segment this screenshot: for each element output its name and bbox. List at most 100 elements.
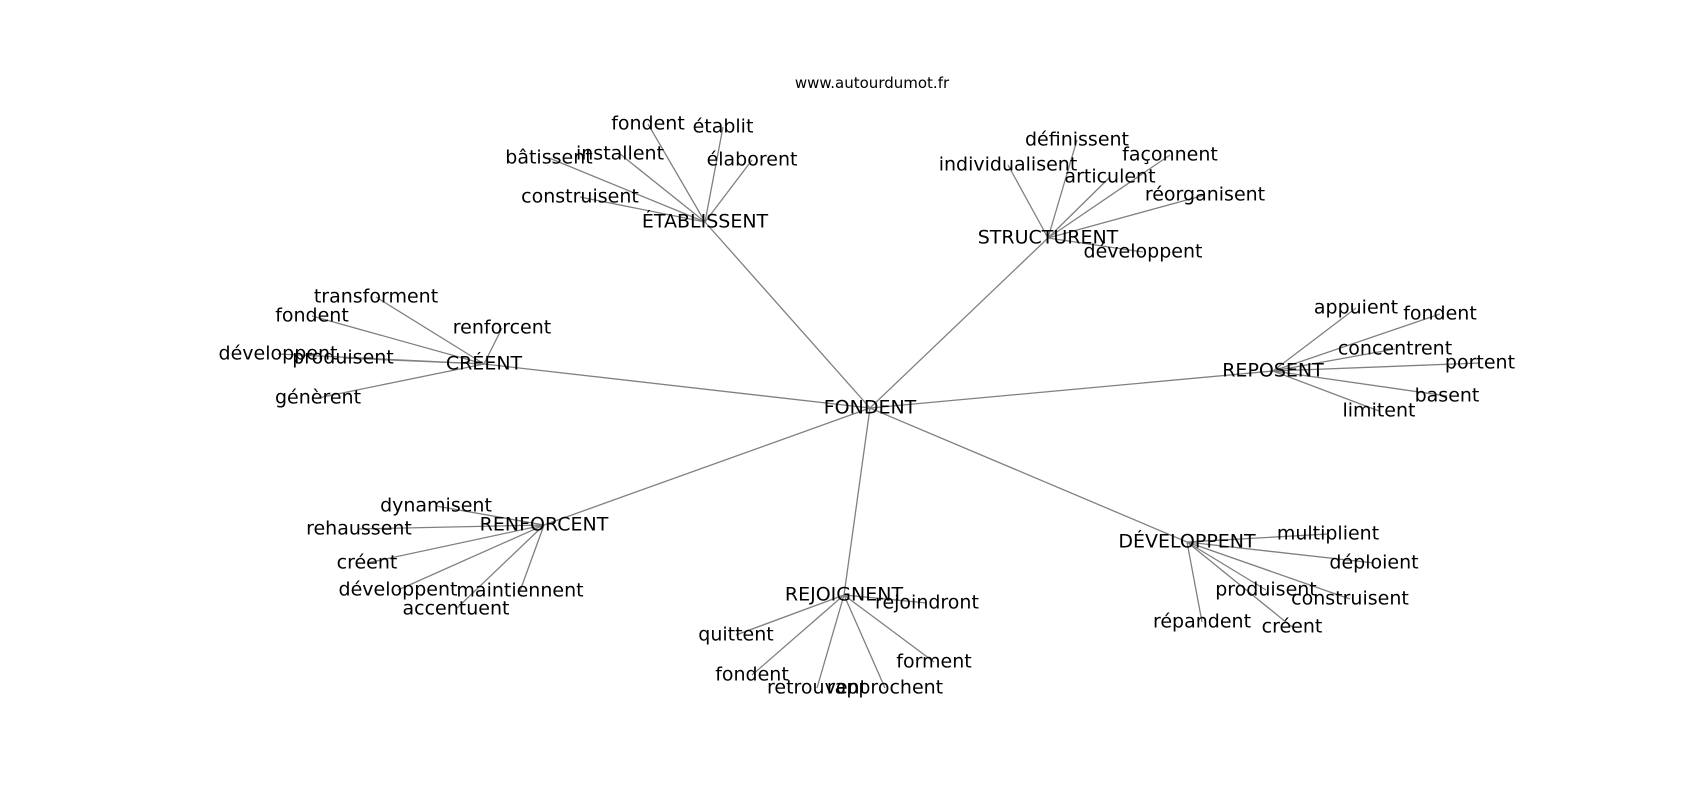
edge-group-to-child [704, 159, 753, 223]
child-node: créent [1262, 616, 1323, 638]
edge-group-to-child [435, 505, 545, 526]
child-node: limitent [1343, 400, 1416, 422]
child-node: déploient [1329, 552, 1418, 574]
edge-group-to-child [735, 594, 845, 636]
child-node: créent [337, 552, 398, 574]
edge-group-to-child [751, 594, 845, 676]
edge-group-to-child [483, 327, 503, 365]
site-url: www.autourdumot.fr [795, 74, 950, 92]
edge-group-to-child [1272, 370, 1448, 397]
edge-group-to-child [843, 594, 886, 689]
child-node: rehaussent [306, 518, 412, 540]
edge-group-to-child [704, 126, 724, 223]
child-node: produisent [1215, 579, 1317, 601]
edge-group-to-child [1186, 541, 1351, 600]
edge-center-to-group [869, 370, 1274, 409]
group-node: CRÉENT [446, 352, 523, 375]
edge-group-to-child [519, 524, 545, 592]
child-node: construisent [521, 186, 639, 208]
child-node: développent [1084, 241, 1203, 263]
edge-group-to-child [1007, 164, 1049, 239]
edge-center-to-group [543, 407, 871, 526]
child-node: maintiennent [456, 580, 583, 602]
edge-group-to-child [455, 524, 545, 610]
edge-group-to-child [1272, 313, 1441, 372]
child-node: façonnent [1122, 144, 1218, 166]
child-node: appuient [1314, 297, 1398, 319]
child-node: transforment [314, 286, 438, 308]
edge-center-to-group [483, 363, 871, 409]
labels: www.autourdumot.fr FONDENT ÉTABLISSENT fon… [219, 74, 1516, 699]
group-node: ÉTABLISSENT [642, 210, 769, 233]
edge-group-to-child [843, 594, 928, 604]
edge-group-to-child [619, 153, 706, 223]
edge-group-to-child [579, 196, 706, 223]
child-node: répandent [1153, 611, 1251, 633]
child-node: construisent [1291, 588, 1409, 610]
child-node: rapprochent [827, 677, 943, 699]
child-node: accentuent [403, 598, 510, 620]
center-node: FONDENT [824, 397, 917, 419]
edge-group-to-child [1047, 237, 1144, 253]
child-node: définissent [1025, 129, 1129, 151]
edge-center-to-group [843, 407, 871, 596]
edge-group-to-child [397, 524, 545, 591]
child-node: développent [219, 343, 338, 365]
child-node: rejoindront [875, 592, 979, 614]
edge-group-to-child [1186, 541, 1293, 628]
group-node: REJOIGNENT [785, 584, 904, 606]
edge-group-to-child [816, 594, 845, 689]
edge-group-to-child [1047, 176, 1111, 239]
edge-group-to-child [548, 157, 706, 223]
edge-group-to-child [1272, 307, 1357, 372]
edge-group-to-child [843, 594, 935, 663]
group-node: DÉVELOPPENT [1118, 530, 1256, 553]
edge-group-to-child [1047, 139, 1078, 239]
edge-center-to-group [869, 237, 1049, 409]
edge-center-to-group [704, 221, 871, 409]
edge-group-to-child [1186, 533, 1329, 543]
child-node: installent [576, 143, 664, 165]
child-node: fondent [1403, 303, 1477, 325]
edge-group-to-child [647, 123, 706, 223]
child-node: fondent [715, 664, 789, 686]
child-node: articulent [1064, 166, 1155, 188]
child-node: développent [339, 579, 458, 601]
child-node: concentrent [1338, 338, 1452, 360]
edge-group-to-child [1186, 541, 1203, 623]
child-node: fondent [611, 113, 685, 135]
child-node: basent [1415, 385, 1480, 407]
group-node: RENFORCENT [480, 514, 609, 536]
edge-group-to-child [1272, 362, 1481, 372]
edge-group-to-child [1272, 370, 1380, 412]
child-node: établit [693, 116, 754, 138]
child-node: portent [1445, 352, 1515, 374]
edge-group-to-child [311, 315, 485, 365]
edge-group-to-child [1186, 541, 1267, 591]
child-node: fondent [275, 305, 349, 327]
child-node: produisent [292, 347, 394, 369]
edge-center-to-group [869, 407, 1188, 543]
child-node: forment [896, 651, 971, 673]
edge-group-to-child [342, 357, 485, 365]
edge-group-to-child [1272, 348, 1396, 372]
edges [277, 123, 1481, 689]
child-node: dynamisent [380, 495, 492, 517]
child-node: bâtissent [505, 147, 592, 169]
child-node: génèrent [275, 387, 361, 409]
child-node: réorganisent [1145, 184, 1265, 206]
child-node: élaborent [707, 149, 798, 171]
child-node: renforcent [453, 317, 551, 339]
child-node: multiplient [1277, 523, 1379, 545]
child-node: individualisent [939, 154, 1078, 176]
child-node: quittent [698, 624, 773, 646]
edge-group-to-child [375, 296, 485, 365]
group-node: REPOSENT [1222, 360, 1324, 382]
edge-group-to-child [366, 524, 545, 564]
edge-group-to-child [358, 524, 545, 530]
child-node: retrouvent [767, 677, 867, 699]
edge-group-to-child [1047, 194, 1206, 239]
edge-group-to-child [1186, 541, 1375, 564]
edge-group-to-child [317, 363, 485, 399]
